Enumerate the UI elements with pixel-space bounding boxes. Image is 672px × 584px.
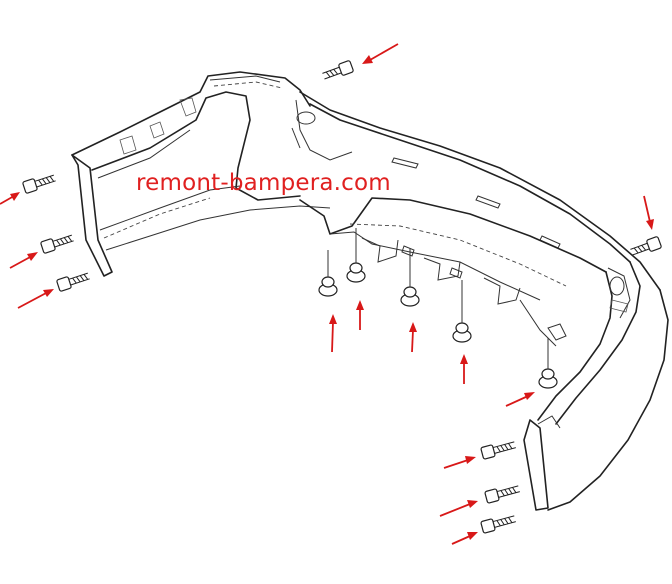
red-arrow-icon xyxy=(409,322,417,353)
watermark-text: remont-bampera.com xyxy=(136,170,391,196)
red-arrow-icon xyxy=(443,456,476,469)
screw-left-2 xyxy=(40,234,74,254)
red-arrow-icon xyxy=(362,43,399,64)
red-arrow-icon xyxy=(329,314,337,353)
red-arrow-icon-group xyxy=(0,43,654,545)
red-arrow-icon xyxy=(439,500,478,517)
red-arrow-icon xyxy=(356,300,364,330)
screw-left-3 xyxy=(56,272,90,292)
screw-left-1 xyxy=(22,174,56,194)
screw-right xyxy=(630,236,662,256)
screw-corner-3 xyxy=(480,515,516,534)
red-arrow-icon xyxy=(0,192,20,205)
red-arrow-icon xyxy=(460,354,468,384)
red-arrow-icon xyxy=(505,392,535,407)
red-arrow-icon xyxy=(451,532,478,545)
red-arrow-icon xyxy=(9,252,38,269)
clip-3 xyxy=(400,248,420,307)
bumper-cover xyxy=(71,71,669,511)
clip-2 xyxy=(346,228,366,283)
red-arrow-icon xyxy=(17,289,54,309)
screw-top xyxy=(322,60,354,80)
screw-corner-2 xyxy=(484,485,520,504)
screw-corner-1 xyxy=(480,441,516,460)
clip-5 xyxy=(538,338,558,389)
clip-4 xyxy=(452,280,472,343)
red-arrow-icon xyxy=(643,195,654,230)
clip-1 xyxy=(318,250,338,297)
